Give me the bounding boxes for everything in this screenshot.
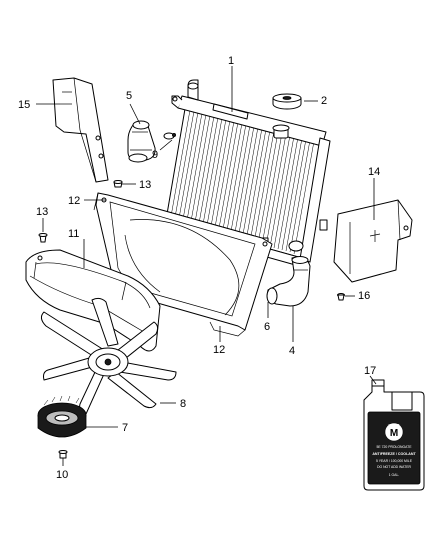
cooling-fan xyxy=(40,297,177,415)
callout-8: 8 xyxy=(180,398,186,410)
callout-13-upper: 13 xyxy=(139,179,151,191)
callout-12-upper: 12 xyxy=(68,195,80,207)
fan-clutch-bolt xyxy=(58,450,68,459)
right-air-seal xyxy=(333,199,413,283)
callout-12-lower: 12 xyxy=(213,344,225,356)
jug-label-line5: 1 GAL. xyxy=(389,473,400,477)
callout-17: 17 xyxy=(364,365,376,377)
callout-16: 16 xyxy=(358,290,370,302)
jug-label-line3: 5 YEAR / 100,000 MILE xyxy=(376,459,413,463)
left-air-seal-bracket xyxy=(52,77,109,183)
callout-13-left: 13 xyxy=(36,206,48,218)
lower-radiator-hose xyxy=(266,256,311,307)
callout-6: 6 xyxy=(264,321,270,333)
callout-5: 5 xyxy=(126,90,132,102)
upper-radiator-hose xyxy=(127,120,156,163)
callouts: 1 2 5 9 13 12 15 13 11 14 16 6 4 12 8 7 … xyxy=(18,55,380,481)
callout-7: 7 xyxy=(122,422,128,434)
callout-2: 2 xyxy=(321,95,327,107)
radiator-core-fins xyxy=(169,109,315,255)
jug-label-line2: ANTIFREEZE / COOLANT xyxy=(372,452,416,456)
jug-label-line4: DO NOT ADD WATER xyxy=(377,465,411,469)
callout-11: 11 xyxy=(68,228,79,240)
jug-label-line1: 5E 720 PROLONGATE xyxy=(377,445,413,449)
callout-15: 15 xyxy=(18,99,30,111)
coolant-jug: M MOPAR 5E 720 PROLONGATE ANTIFREEZE / C… xyxy=(363,379,425,491)
jug-brand-mark: M xyxy=(390,428,398,439)
hose-clamp xyxy=(163,132,176,140)
retainer-pin xyxy=(337,293,345,301)
callout-1: 1 xyxy=(228,55,234,67)
jug-brand: MOPAR xyxy=(389,423,401,427)
callout-14: 14 xyxy=(368,166,380,178)
leader-lines xyxy=(36,66,377,466)
callout-10: 10 xyxy=(56,469,68,481)
fan-clutch xyxy=(37,395,87,438)
callout-9: 9 xyxy=(152,149,158,161)
radiator-cap xyxy=(272,93,302,110)
callout-4: 4 xyxy=(289,345,295,357)
push-pin-left xyxy=(38,233,48,243)
push-pin-upper xyxy=(113,180,123,188)
